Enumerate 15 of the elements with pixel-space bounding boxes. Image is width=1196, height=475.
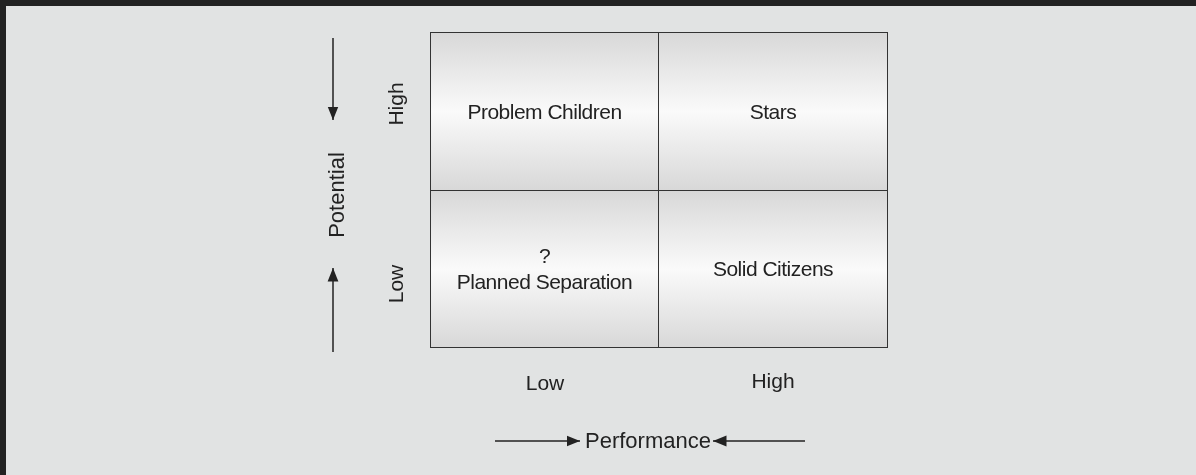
quadrant-label: Solid Citizens bbox=[712, 256, 834, 282]
matrix-quadrant bbox=[430, 32, 659, 191]
matrix-quadrant bbox=[430, 190, 659, 348]
axis-title: Performance bbox=[585, 428, 711, 454]
axis-tick-label: High bbox=[751, 369, 795, 393]
matrix-quadrant bbox=[658, 32, 888, 191]
quadrant-label: ? bbox=[538, 243, 551, 269]
quadrant-label: Problem Children bbox=[467, 98, 622, 125]
axis-tick-label: Low bbox=[384, 264, 408, 304]
quadrant-label: Stars bbox=[749, 98, 797, 125]
axis-title: Potential bbox=[324, 152, 350, 238]
matrix-quadrant bbox=[658, 190, 888, 348]
axis-tick-label: High bbox=[384, 82, 408, 126]
quadrant-label: Planned Separation bbox=[456, 269, 633, 295]
axis-tick-label: Low bbox=[525, 371, 565, 395]
